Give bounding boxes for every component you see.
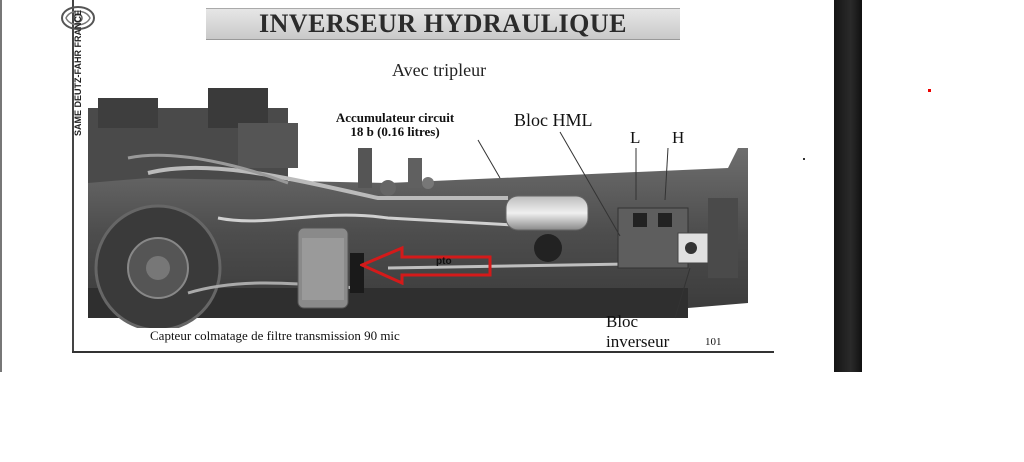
page-title: INVERSEUR HYDRAULIQUE [258, 9, 628, 38]
scanned-page: SAME DEUTZ-FAHR FRANCE INVERSEUR HYDRAUL… [0, 0, 805, 372]
title-banner: INVERSEUR HYDRAULIQUE [206, 8, 680, 40]
page-number: 101 [705, 336, 722, 348]
label-l: L [630, 128, 641, 147]
scanner-edge-bar [834, 0, 862, 372]
label-bloc-hml: Bloc HML [514, 110, 593, 130]
left-border-line [72, 0, 74, 352]
label-bloc-inverseur: Bloc inverseur [606, 312, 670, 351]
label-pto: pto [436, 256, 452, 267]
label-accumulator: Accumulateur circuit 18 b (0.16 litres) [335, 110, 455, 139]
callout-lines [477, 131, 691, 319]
transmission-photo [88, 88, 748, 328]
label-h: H [672, 128, 685, 147]
page-edge [0, 0, 2, 372]
label-capteur: Capteur colmatage de filtre transmission… [150, 328, 400, 343]
red-speck [928, 89, 931, 92]
sdf-logo-icon [61, 6, 95, 30]
subtitle: Avec tripleur [392, 60, 487, 80]
bottom-border-line [72, 351, 774, 353]
speck [803, 158, 805, 160]
red-arrow-icon [360, 245, 492, 285]
